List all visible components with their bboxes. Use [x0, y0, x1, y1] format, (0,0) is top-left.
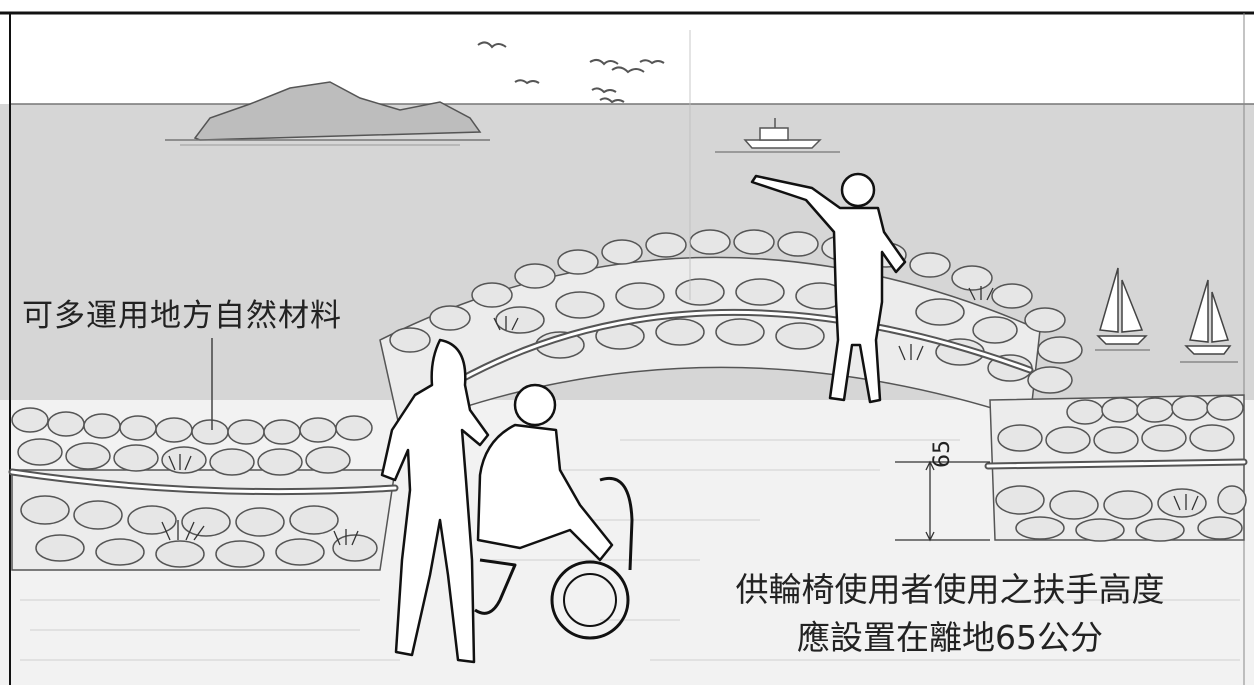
island-icon — [165, 81, 490, 146]
person-standing-icon — [380, 338, 490, 664]
handrail-note: 供輪椅使用者使用之扶手高度 應設置在離地65公分 — [680, 566, 1220, 662]
handrail-icon — [8, 308, 1248, 496]
boat-icon — [715, 118, 840, 153]
wheelchair-user-icon — [474, 383, 634, 640]
sailboat-icon — [1095, 267, 1238, 363]
material-label: 可多運用地方自然材料 — [22, 298, 342, 334]
dimension-marker — [895, 460, 990, 542]
person-pointing-icon — [750, 172, 907, 404]
seagulls-icon — [477, 41, 665, 104]
grass-tufts — [161, 286, 1199, 546]
stone-wall-right — [989, 394, 1247, 542]
sky — [0, 0, 1254, 104]
height-dimension-label: 65 — [930, 440, 955, 468]
handrail-note-line2: 應設置在離地65公分 — [797, 618, 1103, 657]
ground-texture — [20, 439, 1240, 661]
handrail-note-line1: 供輪椅使用者使用之扶手高度 — [735, 570, 1165, 609]
